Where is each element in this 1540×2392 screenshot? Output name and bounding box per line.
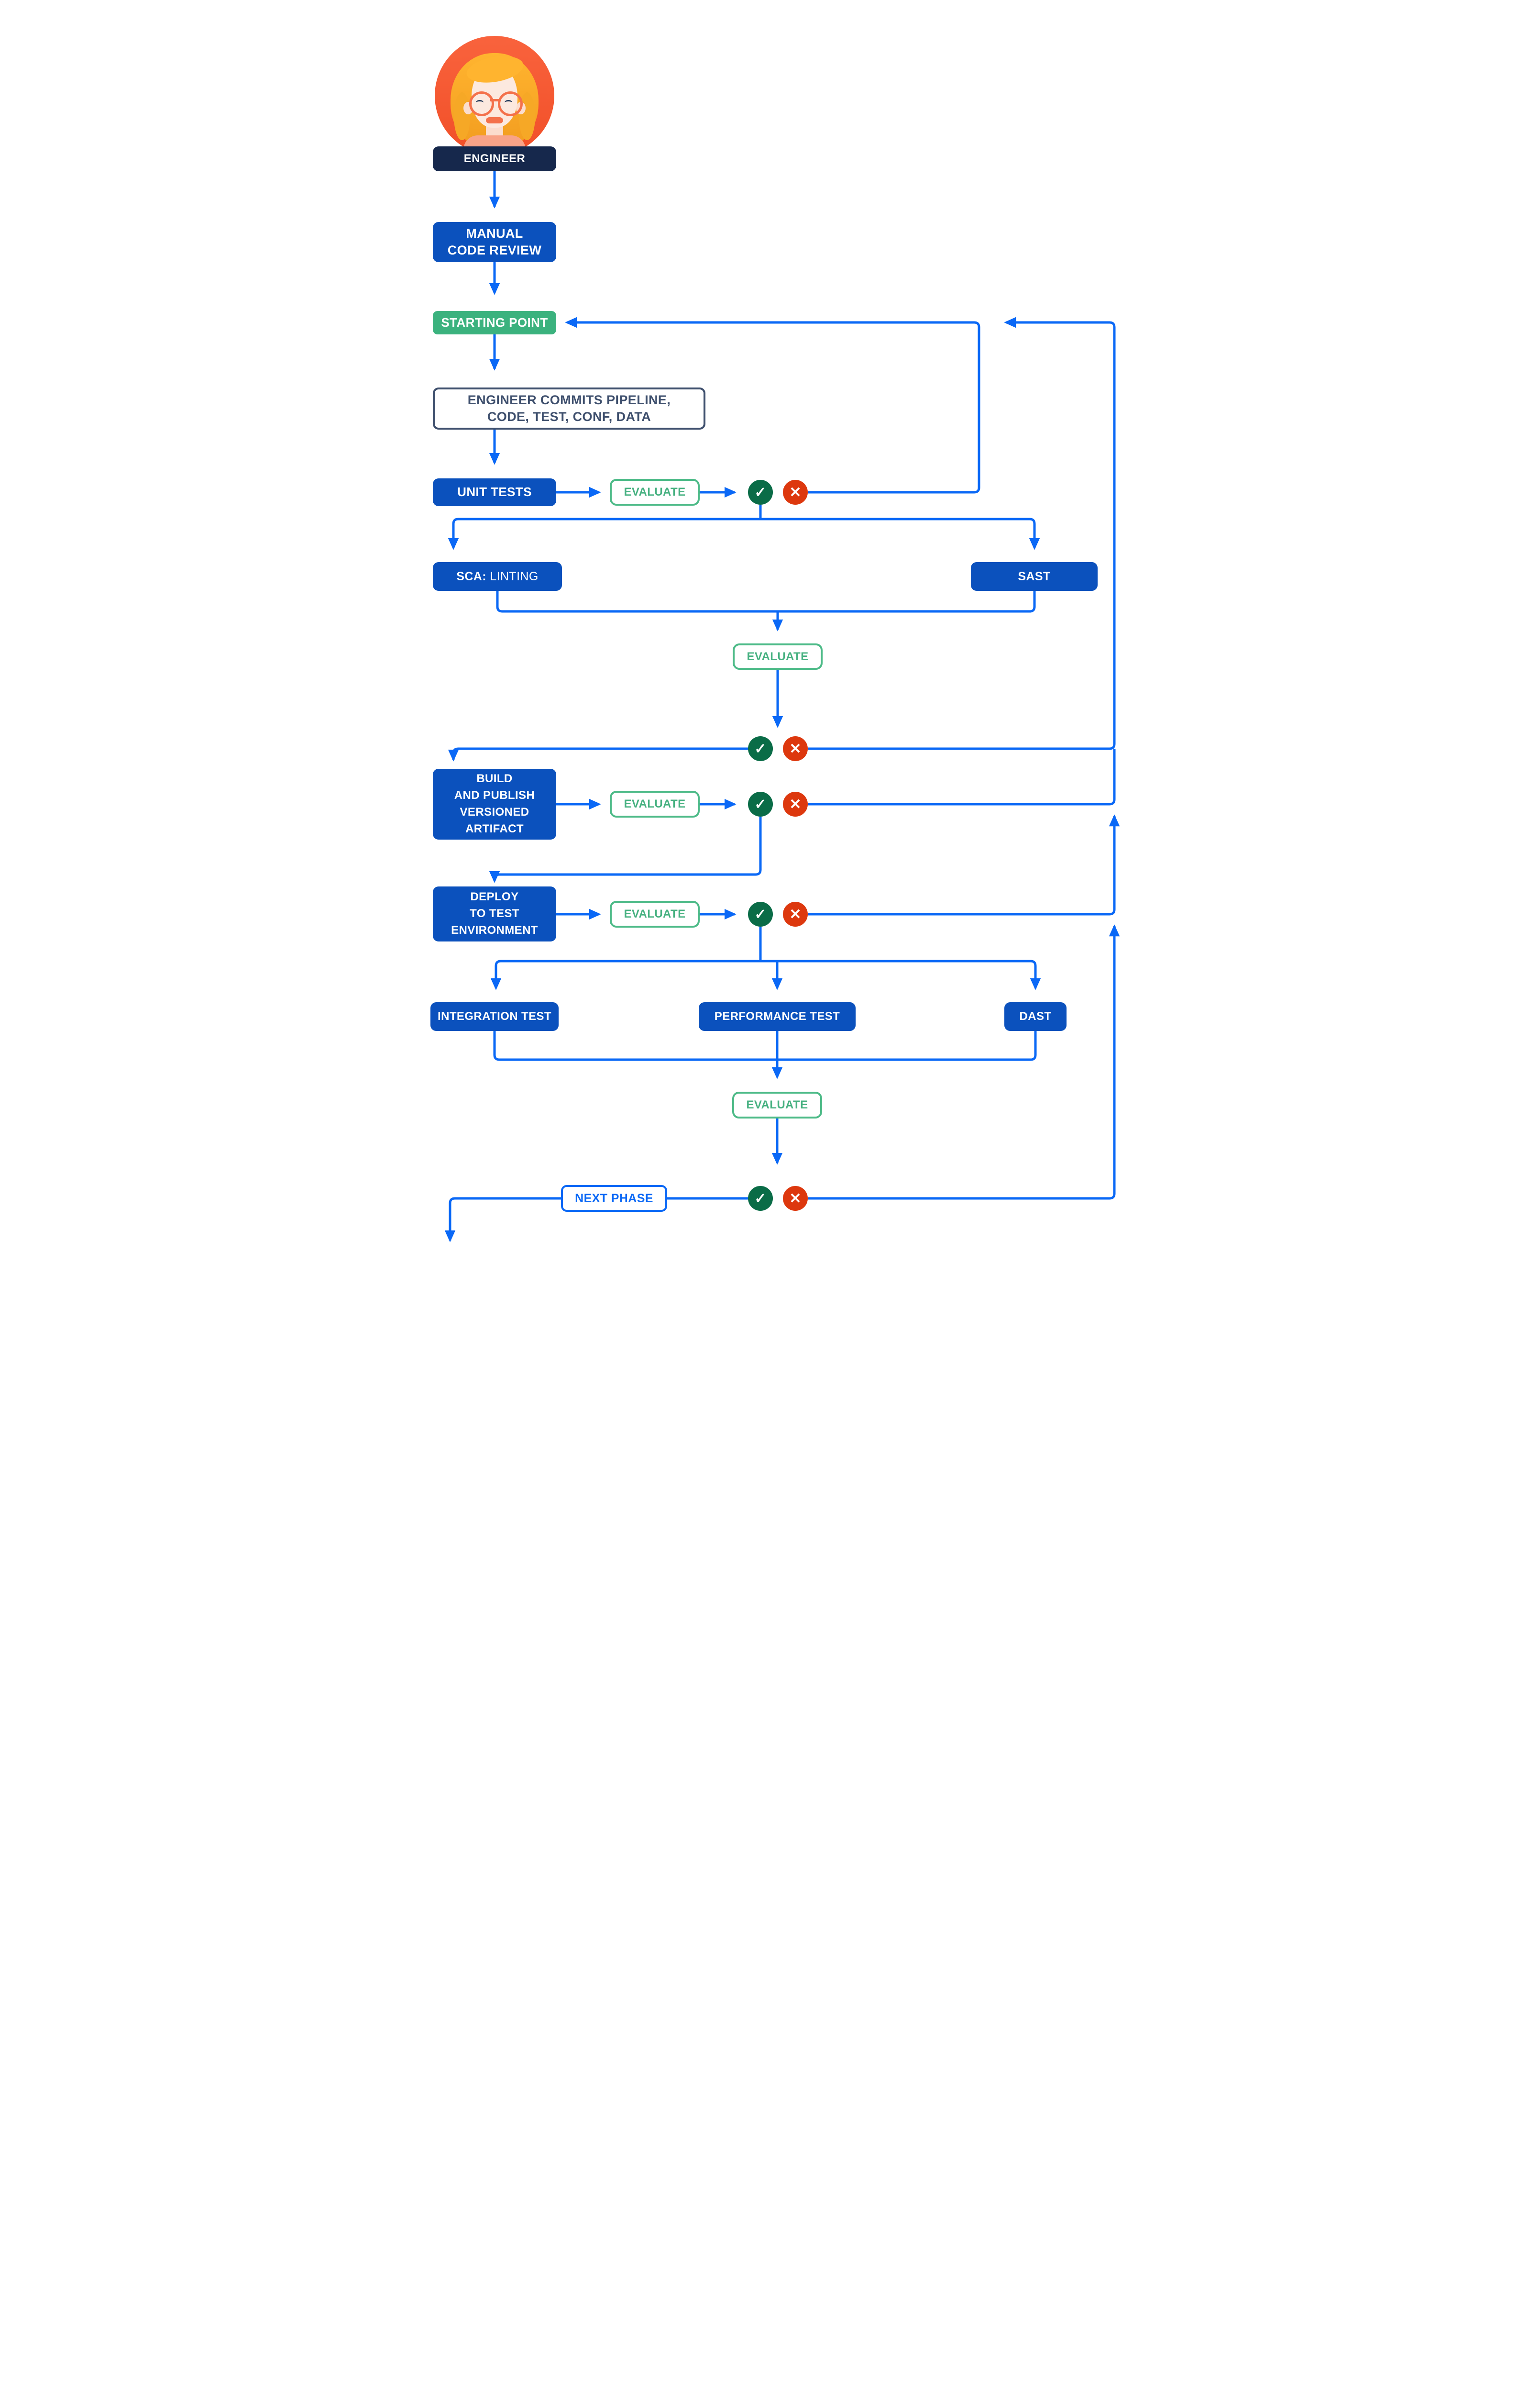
check-glyph: ✓ (754, 906, 767, 922)
node-deploy-test-env: DEPLOY TO TEST ENVIRONMENT (433, 886, 556, 941)
label-line: ENVIRONMENT (451, 923, 538, 937)
avatar-eye (476, 100, 484, 105)
avatar-lips (486, 117, 503, 123)
glasses-icon (498, 91, 523, 116)
check-icon: ✓ (748, 480, 773, 505)
x-glyph: ✕ (789, 796, 802, 812)
node-starting-point-label: STARTING POINT (441, 315, 548, 330)
label-bold: SCA: (456, 569, 486, 583)
x-icon: ✕ (783, 902, 808, 927)
node-next-phase-label: NEXT PHASE (575, 1191, 653, 1205)
node-sast-label: SAST (1018, 569, 1051, 583)
node-unit-tests: UNIT TESTS (433, 478, 556, 506)
label-line: ARTIFACT (465, 822, 524, 835)
label-line: MANUAL (466, 226, 523, 241)
avatar-hair-strand (454, 92, 470, 140)
x-icon: ✕ (783, 736, 808, 761)
x-glyph: ✕ (789, 484, 802, 500)
node-evaluate-1-label: EVALUATE (624, 486, 686, 499)
node-performance-test-label: PERFORMANCE TEST (714, 1010, 840, 1023)
pipeline-flowchart: ENGINEER MANUAL CODE REVIEW STARTING POI… (385, 0, 1155, 1256)
glasses-icon (469, 91, 494, 116)
x-glyph: ✕ (789, 741, 802, 757)
node-integration-test-label: INTEGRATION TEST (438, 1010, 551, 1023)
label-line: DEPLOY (470, 890, 519, 904)
check-icon: ✓ (748, 792, 773, 817)
node-unit-tests-label: UNIT TESTS (457, 485, 532, 499)
check-icon: ✓ (748, 736, 773, 761)
node-build-publish-label: BUILD AND PUBLISH VERSIONED ARTIFACT (454, 771, 535, 837)
label-line: CODE, TEST, CONF, DATA (487, 410, 651, 424)
node-evaluate-3-label: EVALUATE (746, 1098, 808, 1112)
x-icon: ✕ (783, 480, 808, 505)
node-engineer-commits: ENGINEER COMMITS PIPELINE, CODE, TEST, C… (433, 388, 705, 430)
check-icon: ✓ (748, 902, 773, 927)
node-evaluate-4: EVALUATE (610, 791, 700, 818)
node-evaluate-2: EVALUATE (733, 643, 823, 670)
label-line: ENGINEER COMMITS PIPELINE, (467, 392, 671, 407)
x-glyph: ✕ (789, 1190, 802, 1207)
node-manual-code-review: MANUAL CODE REVIEW (433, 222, 556, 262)
node-performance-test: PERFORMANCE TEST (699, 1002, 856, 1031)
node-starting-point: STARTING POINT (433, 311, 556, 334)
label-line: AND PUBLISH (454, 789, 535, 802)
node-evaluate-2-label: EVALUATE (747, 650, 809, 663)
check-icon: ✓ (748, 1186, 773, 1211)
node-evaluate-5-label: EVALUATE (624, 908, 686, 921)
label-line: CODE REVIEW (447, 243, 542, 257)
node-engineer-label: ENGINEER (463, 152, 526, 166)
node-build-publish: BUILD AND PUBLISH VERSIONED ARTIFACT (433, 769, 556, 840)
flow-connectors (444, 171, 1120, 1242)
node-manual-code-review-label: MANUAL CODE REVIEW (448, 225, 541, 259)
engineer-avatar (435, 36, 554, 155)
node-sca-linting: SCA: LINTING (433, 562, 562, 591)
x-icon: ✕ (783, 792, 808, 817)
x-glyph: ✕ (789, 906, 802, 922)
node-evaluate-4-label: EVALUATE (624, 797, 686, 811)
node-deploy-test-env-label: DEPLOY TO TEST ENVIRONMENT (451, 889, 538, 939)
label-line: VERSIONED (460, 806, 529, 819)
check-glyph: ✓ (754, 1190, 767, 1207)
node-engineer-commits-label: ENGINEER COMMITS PIPELINE, CODE, TEST, C… (468, 392, 671, 425)
label-line: TO TEST (470, 907, 519, 920)
node-evaluate-1: EVALUATE (610, 479, 700, 506)
check-glyph: ✓ (754, 796, 767, 812)
node-integration-test: INTEGRATION TEST (430, 1002, 559, 1031)
label-line: BUILD (476, 772, 513, 786)
node-dast-label: DAST (1019, 1010, 1052, 1023)
node-dast: DAST (1004, 1002, 1067, 1031)
node-evaluate-3: EVALUATE (732, 1092, 822, 1118)
x-icon: ✕ (783, 1186, 808, 1211)
node-engineer: ENGINEER (433, 146, 556, 171)
check-glyph: ✓ (754, 484, 767, 500)
avatar-eye (505, 100, 512, 105)
glasses-bridge (490, 99, 499, 101)
check-glyph: ✓ (754, 741, 767, 757)
node-next-phase: NEXT PHASE (561, 1185, 667, 1212)
node-evaluate-5: EVALUATE (610, 901, 700, 928)
node-sast: SAST (971, 562, 1098, 591)
node-sca-linting-label: SCA: LINTING (456, 569, 539, 585)
label-rest: LINTING (490, 569, 539, 583)
